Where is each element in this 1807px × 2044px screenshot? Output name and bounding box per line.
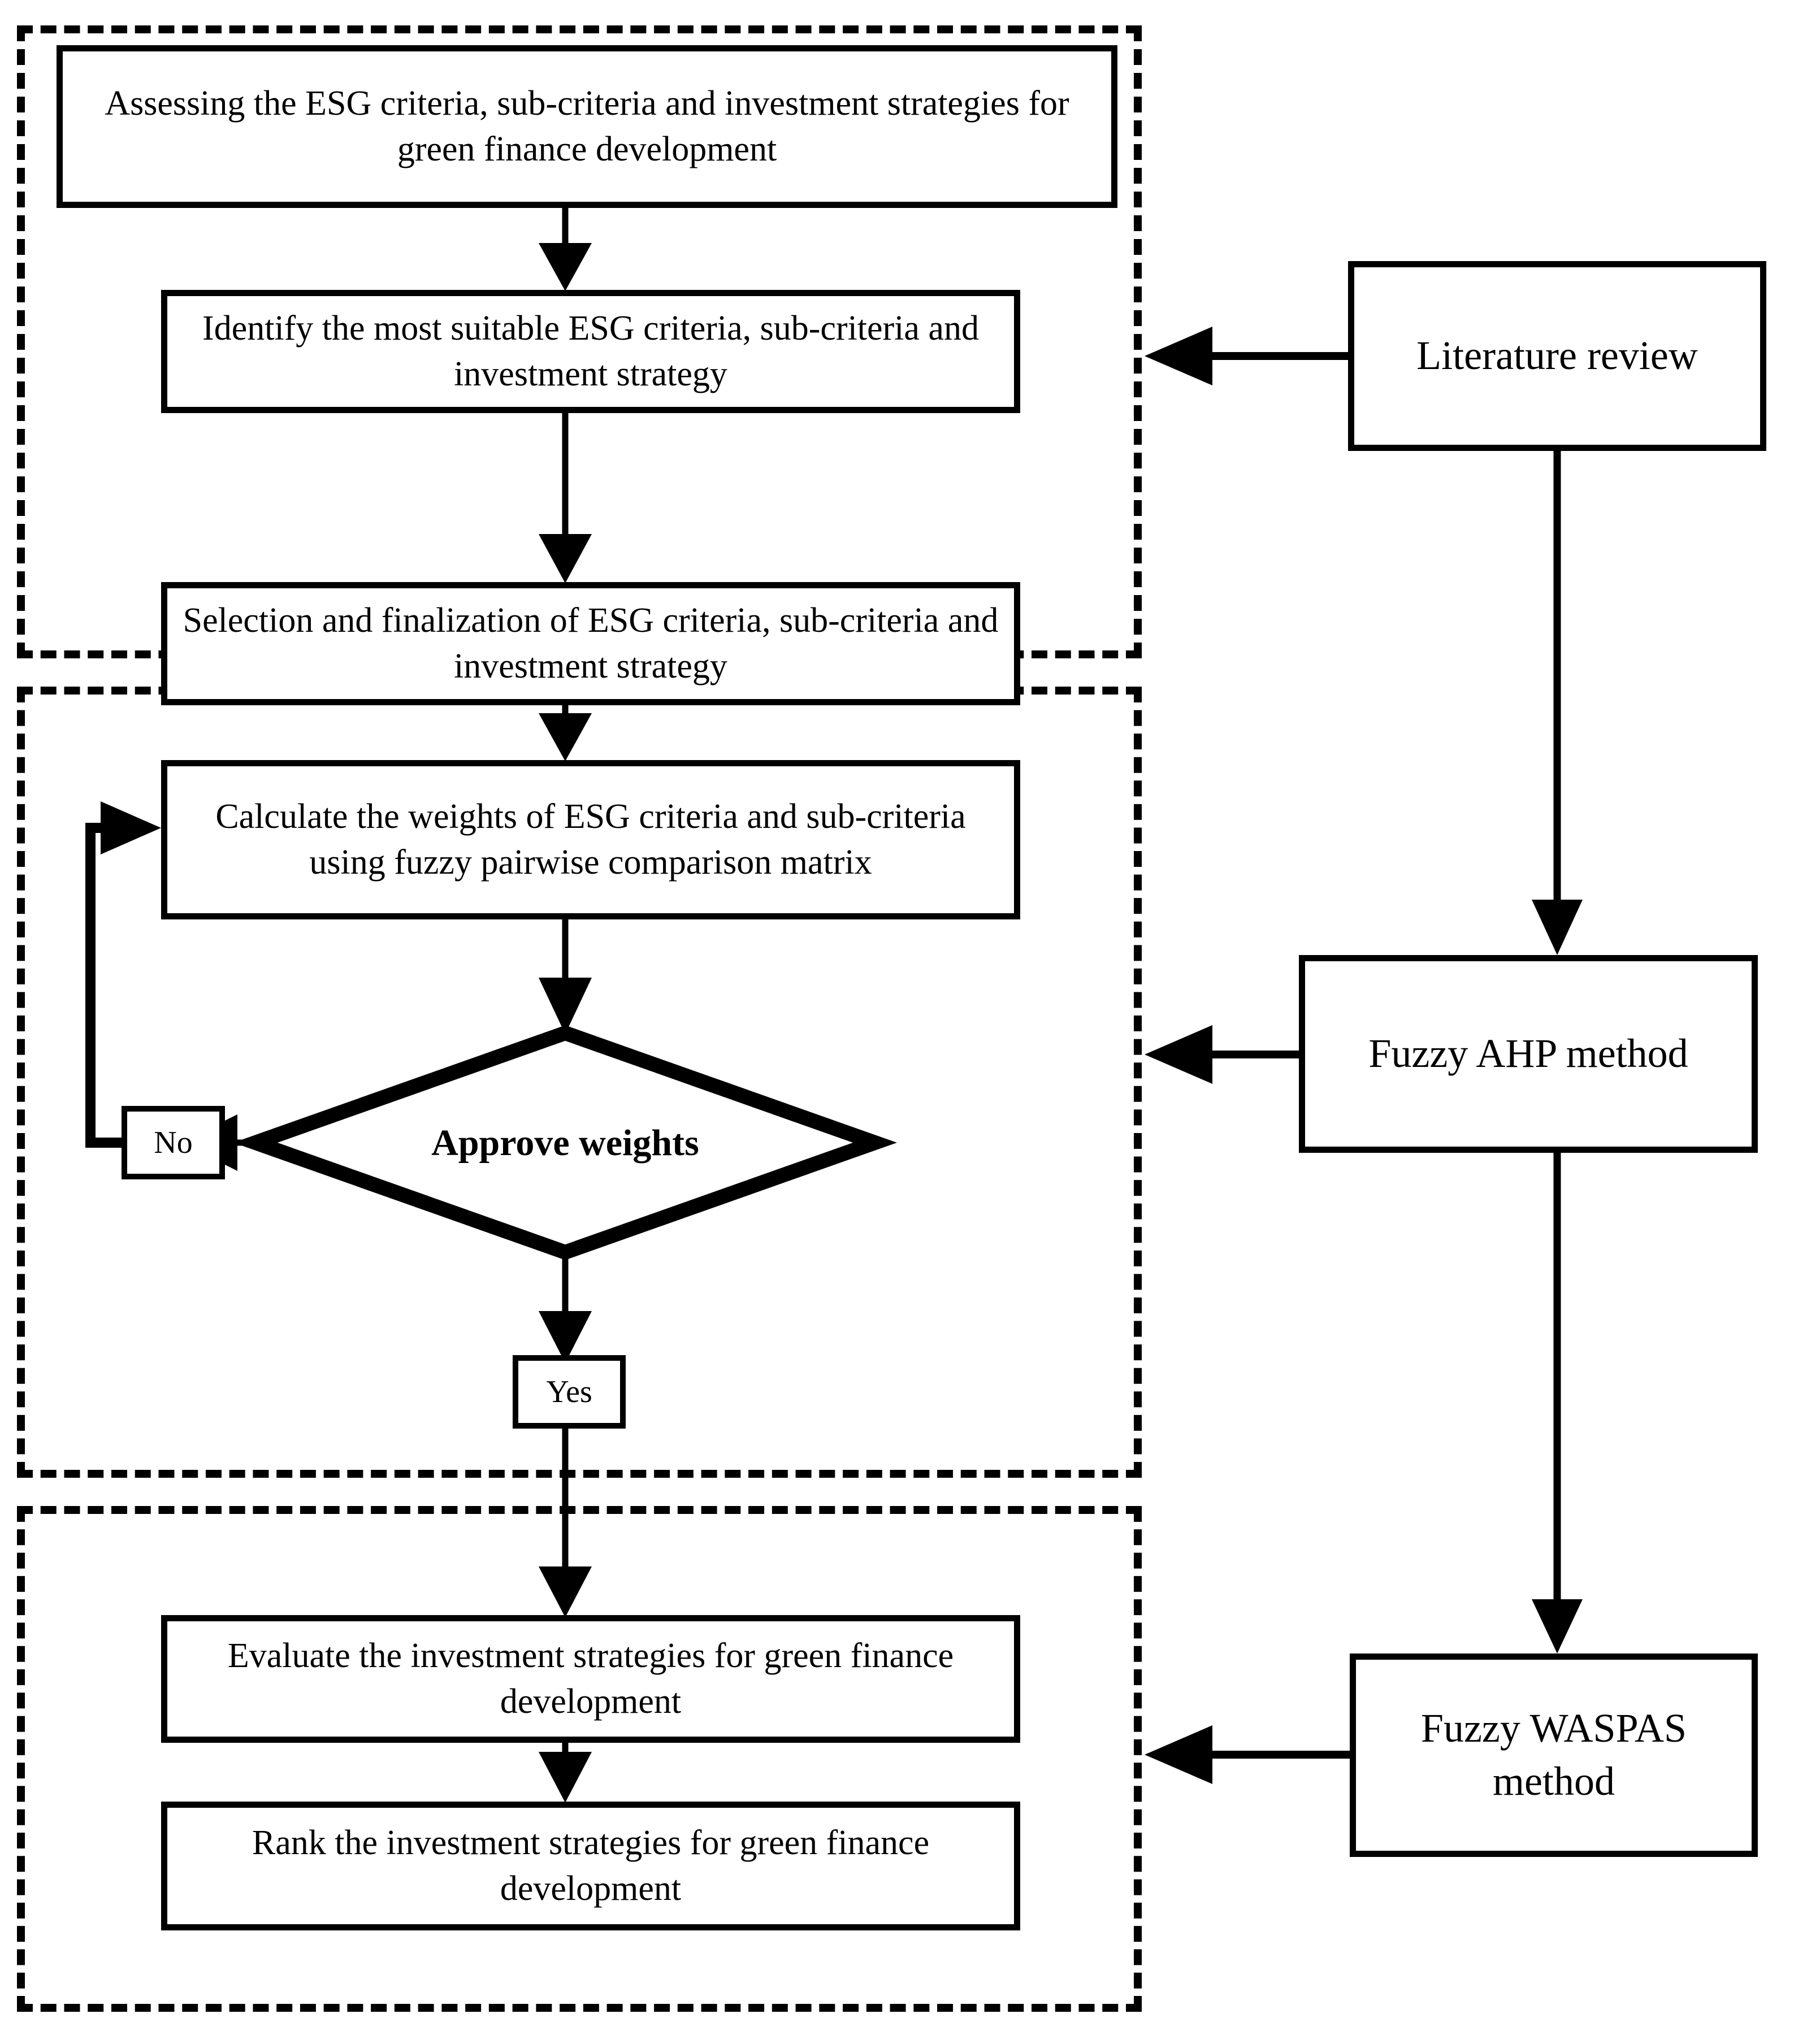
- node-identify-suitable-criteria[interactable]: Identify the most suitable ESG criteria,…: [161, 290, 1020, 413]
- edge-fwaspas-to-phase3: [1145, 1725, 1350, 1784]
- node-fuzzy-ahp-method-label: Fuzzy AHP method: [1368, 1031, 1688, 1077]
- node-selection-finalization-label: Selection and finalization of ESG criter…: [183, 601, 999, 685]
- decision-approve-weights-label: Approve weights: [345, 1108, 786, 1178]
- edge-selection-to-calculate: [539, 704, 592, 761]
- node-rank-strategies-label: Rank the investment strategies for green…: [252, 1824, 930, 1908]
- node-literature-review-label: Literature review: [1416, 333, 1698, 379]
- node-calculate-weights[interactable]: Calculate the weights of ESG criteria an…: [161, 760, 1020, 919]
- edge-assess-to-identify: [539, 206, 592, 291]
- node-assess-esg-criteria-label: Assessing the ESG criteria, sub-criteria…: [105, 84, 1069, 168]
- edge-fahp-to-phase2: [1145, 1025, 1299, 1084]
- node-fuzzy-waspas-method[interactable]: Fuzzy WASPAS method: [1350, 1654, 1758, 1857]
- tag-yes-label: Yes: [546, 1374, 592, 1409]
- edge-identify-to-selection: [539, 413, 592, 583]
- node-literature-review[interactable]: Literature review: [1348, 261, 1766, 451]
- node-calculate-weights-label: Calculate the weights of ESG criteria an…: [215, 797, 966, 882]
- edge-literature-to-fahp: [1532, 451, 1583, 955]
- edge-approve-to-yes: [539, 1252, 592, 1363]
- node-assess-esg-criteria[interactable]: Assessing the ESG criteria, sub-criteria…: [57, 45, 1117, 208]
- node-identify-suitable-criteria-label: Identify the most suitable ESG criteria,…: [202, 309, 979, 393]
- node-selection-finalization[interactable]: Selection and finalization of ESG criter…: [161, 582, 1020, 705]
- edge-no-feedback-to-calculate: [85, 801, 161, 1148]
- tag-yes[interactable]: Yes: [513, 1355, 626, 1429]
- tag-no[interactable]: No: [122, 1106, 225, 1179]
- edge-literature-to-phase1: [1145, 327, 1348, 385]
- node-fuzzy-ahp-method[interactable]: Fuzzy AHP method: [1299, 955, 1758, 1153]
- node-rank-strategies[interactable]: Rank the investment strategies for green…: [161, 1802, 1020, 1930]
- node-evaluate-strategies-label: Evaluate the investment strategies for g…: [227, 1637, 954, 1721]
- decision-approve-weights-text: Approve weights: [431, 1122, 699, 1164]
- edge-calculate-to-approve: [539, 918, 592, 1034]
- edge-fahp-to-fwaspas: [1532, 1153, 1583, 1654]
- decision-diamond-approve-weights[interactable]: [233, 1025, 897, 1260]
- node-fuzzy-waspas-method-label: Fuzzy WASPAS method: [1420, 1705, 1687, 1804]
- tag-no-label: No: [154, 1125, 193, 1160]
- node-evaluate-strategies[interactable]: Evaluate the investment strategies for g…: [161, 1615, 1020, 1743]
- edge-yes-to-evaluate: [539, 1428, 592, 1617]
